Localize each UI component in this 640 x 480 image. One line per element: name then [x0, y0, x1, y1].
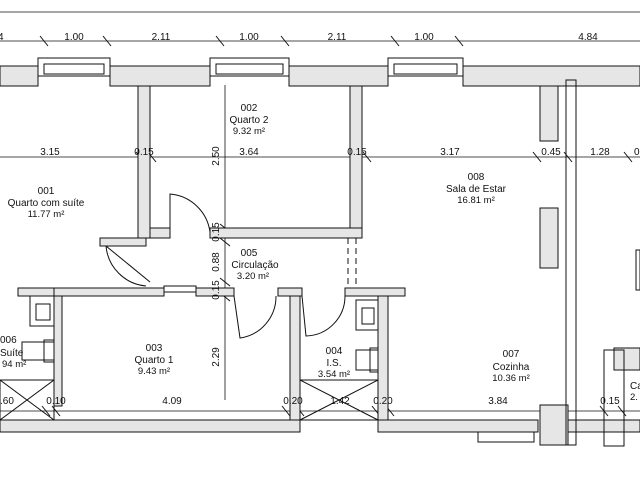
room-id-005: 005	[241, 248, 258, 259]
room-id-007: 007	[503, 349, 520, 360]
dim-bottom-3: 0.20	[283, 396, 303, 407]
dim-mid-6: 1.28	[590, 147, 610, 158]
room-id-002: 002	[241, 103, 258, 114]
room-area-002: 9.32 m²	[233, 126, 265, 137]
dim-vert-1: 0.15	[211, 222, 222, 242]
dim-top-3: 1.00	[239, 32, 259, 43]
room-name-006: Suíte	[0, 348, 24, 359]
room-name-007: Cozinha	[493, 362, 530, 373]
dim-bottom-5: 0.20	[373, 396, 393, 407]
room-area-004: 3.54 m²	[318, 369, 350, 380]
dim-top-2: 2.11	[152, 32, 171, 43]
room-area-006: 94 m²	[2, 359, 26, 370]
room-area-007: 10.36 m²	[492, 373, 530, 384]
room-labels: 001 Quarto com suíte 11.77 m² 002 Quarto…	[0, 103, 640, 403]
dim-mid-0: 3.15	[40, 147, 60, 158]
dim-top-0: 4	[0, 32, 4, 43]
room-area-005: 3.20 m²	[237, 271, 269, 282]
dim-top-5: 1.00	[414, 32, 434, 43]
room-name-003: Quarto 1	[135, 355, 174, 366]
dim-bottom-6: 3.84	[488, 396, 508, 407]
doors	[105, 193, 357, 339]
dim-vert-4: 2.29	[211, 347, 222, 367]
walls	[0, 65, 640, 446]
dim-mid-3: 0.15	[347, 147, 367, 158]
dimension-labels: 4 1.00 2.11 1.00 2.11 1.00 4.84 3.15 0.1…	[0, 32, 640, 407]
room-name-001: Quarto com suíte	[8, 198, 85, 209]
dim-vert-0: 2.50	[211, 146, 222, 166]
dim-bottom-0: .60	[0, 396, 14, 407]
dim-bottom-7: 0.15	[600, 396, 620, 407]
room-area-008: 16.81 m²	[457, 195, 495, 206]
room-area-003: 9.43 m²	[138, 366, 170, 377]
dim-mid-2: 3.64	[239, 147, 259, 158]
dim-top-6: 4.84	[578, 32, 598, 43]
dim-mid-4: 3.17	[440, 147, 460, 158]
room-id-008: 008	[468, 172, 485, 183]
room-id-006: 006	[0, 335, 17, 346]
room-area-001: 11.77 m²	[28, 209, 65, 220]
dim-mid-5: 0.45	[541, 147, 561, 158]
dim-bottom-4: 1.42	[330, 396, 350, 407]
dim-top-1: 1.00	[64, 32, 84, 43]
fixtures	[0, 79, 640, 447]
dim-mid-7: 0	[634, 147, 640, 158]
room-id-001: 001	[38, 186, 55, 197]
dim-bottom-2: 4.09	[162, 396, 182, 407]
dim-top-4: 2.11	[328, 32, 347, 43]
room-id-004: 004	[326, 346, 343, 357]
room-name-002: Quarto 2	[230, 115, 269, 126]
windows	[37, 57, 535, 443]
dim-vert-3: 0.15	[211, 280, 222, 300]
dim-mid-1: 0.15	[134, 147, 154, 158]
room-area-ca: 2.	[630, 392, 638, 403]
dim-vert-2: 0.88	[211, 252, 222, 272]
room-id-003: 003	[146, 343, 163, 354]
room-name-008: Sala de Estar	[446, 184, 507, 195]
room-name-004: I.S.	[326, 358, 341, 369]
room-name-ca: Ca	[630, 381, 640, 392]
dim-bottom-1: 0.10	[46, 396, 66, 407]
room-name-005: Circulação	[231, 260, 279, 271]
